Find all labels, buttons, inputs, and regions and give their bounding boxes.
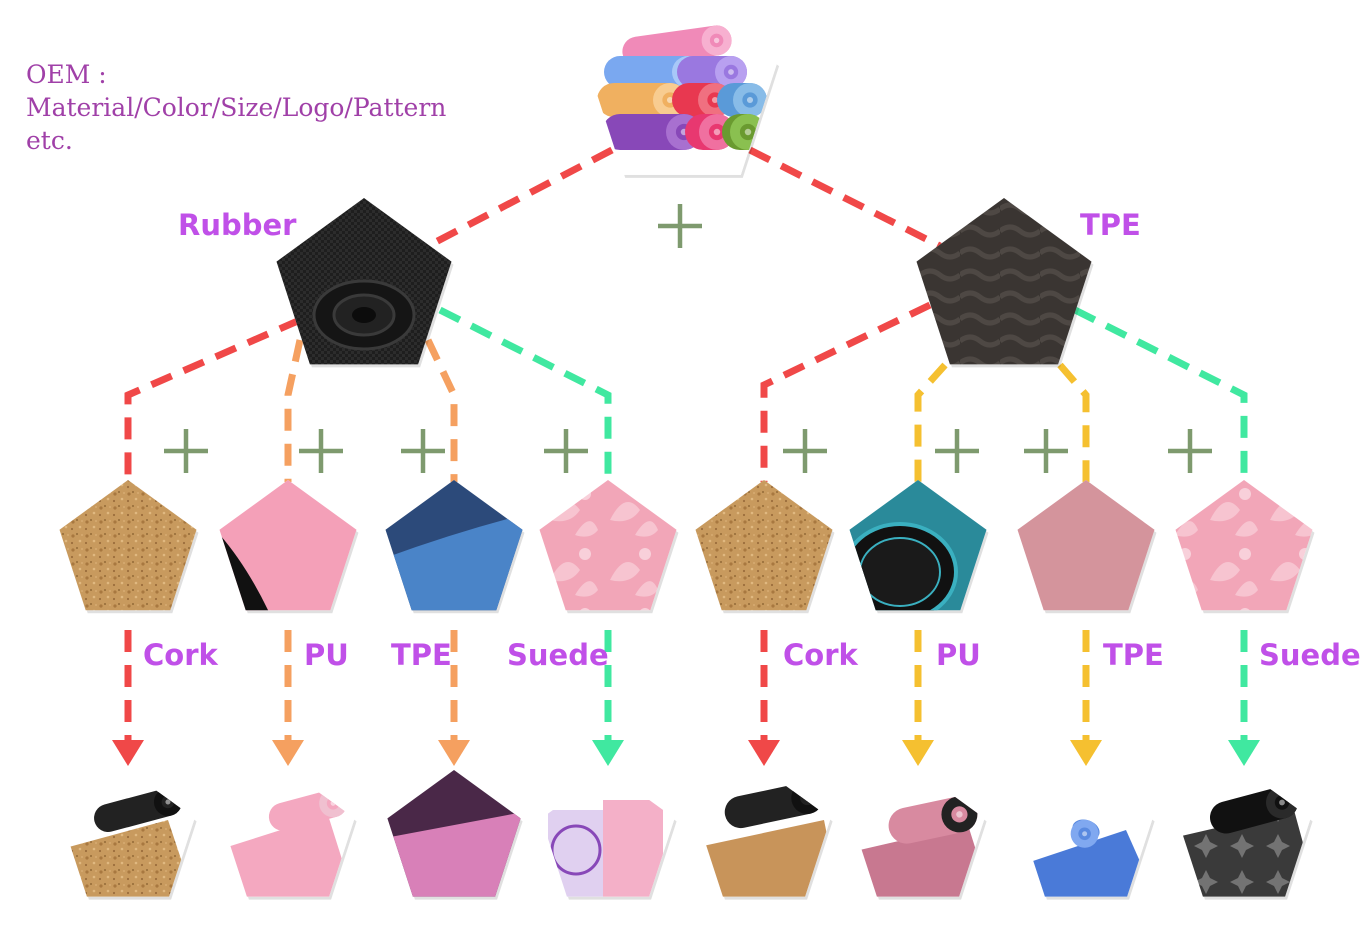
- layer-rubber-suede-tile: [539, 480, 679, 614]
- connector-base-layer-5: [914, 362, 948, 482]
- image-tiles: [59, 0, 1315, 900]
- layer-rubber-cork-tile: [59, 480, 199, 614]
- plus-layer-5-icon: [935, 429, 979, 473]
- layer-tpe-pu-tile: [849, 480, 989, 614]
- arrow-2-icon: [438, 740, 470, 766]
- base-label-rubber: Rubber: [178, 208, 297, 242]
- result-rubber-suede-tile: [541, 770, 677, 900]
- connector-root-rubber: [426, 146, 614, 250]
- result-rubber-cork-tile: [61, 770, 197, 900]
- layer-label-rubber-cork: Cork: [143, 638, 218, 672]
- plus-layer-7-icon: [1168, 429, 1212, 473]
- plus-signs: [164, 204, 1212, 473]
- layer-label-rubber-tpe: TPE: [391, 638, 452, 672]
- oem-note-line2: Material/Color/Size/Logo/Pattern: [26, 93, 447, 122]
- layer-tpe-tpe-tile: [1017, 480, 1157, 614]
- connector-base-layer-7: [1073, 306, 1248, 482]
- result-tpe-suede-tile: [1177, 770, 1313, 900]
- plus-root-icon: [658, 204, 702, 248]
- layer-label-rubber-suede: Suede: [507, 638, 609, 672]
- result-tpe-tpe-tile: [1019, 770, 1155, 900]
- connector-base-layer-2: [424, 338, 458, 482]
- result-tpe-pu-tile: [851, 770, 987, 900]
- result-rubber-tpe-tile: [387, 770, 523, 900]
- arrow-4-icon: [748, 740, 780, 766]
- arrow-1-icon: [272, 740, 304, 766]
- arrow-7-icon: [1228, 740, 1260, 766]
- arrow-3-icon: [592, 740, 624, 766]
- connector-base-layer-3: [438, 306, 612, 482]
- layer-label-tpe-pu: PU: [936, 638, 981, 672]
- layer-label-rubber-pu: PU: [304, 638, 349, 672]
- plus-layer-6-icon: [1024, 429, 1068, 473]
- connector-base-layer-4: [760, 301, 932, 482]
- connector-lines: [112, 146, 1260, 766]
- connector-root-tpe: [748, 146, 942, 250]
- layer-label-tpe-suede: Suede: [1259, 638, 1361, 672]
- undefined: [586, 0, 780, 178]
- plus-layer-0-icon: [164, 429, 208, 473]
- plus-layer-3-icon: [544, 429, 588, 473]
- connector-base-layer-1: [284, 339, 304, 482]
- result-rubber-pu-tile: [221, 770, 357, 900]
- oem-note-line1: OEM :: [26, 60, 107, 89]
- connector-base-layer-6: [1057, 362, 1090, 482]
- arrow-0-icon: [112, 740, 144, 766]
- layer-rubber-pu-tile: [219, 480, 359, 614]
- oem-note-line3: etc.: [26, 126, 73, 155]
- plus-layer-1-icon: [299, 429, 343, 473]
- plus-layer-2-icon: [401, 429, 445, 473]
- layer-label-tpe-cork: Cork: [783, 638, 858, 672]
- base-label-tpe: TPE: [1080, 208, 1141, 242]
- arrow-5-icon: [902, 740, 934, 766]
- layer-label-tpe-tpe: TPE: [1103, 638, 1164, 672]
- arrow-6-icon: [1070, 740, 1102, 766]
- base-tpe-tile: [916, 198, 1094, 368]
- layer-rubber-tpe-tile: [385, 480, 525, 614]
- plus-layer-4-icon: [783, 429, 827, 473]
- connector-base-layer-0: [124, 316, 302, 482]
- result-tpe-cork-tile: [697, 770, 833, 900]
- oem-note: OEM : Material/Color/Size/Logo/Pattern e…: [26, 58, 546, 157]
- layer-tpe-cork-tile: [695, 480, 835, 614]
- layer-tpe-suede-tile: [1175, 480, 1315, 614]
